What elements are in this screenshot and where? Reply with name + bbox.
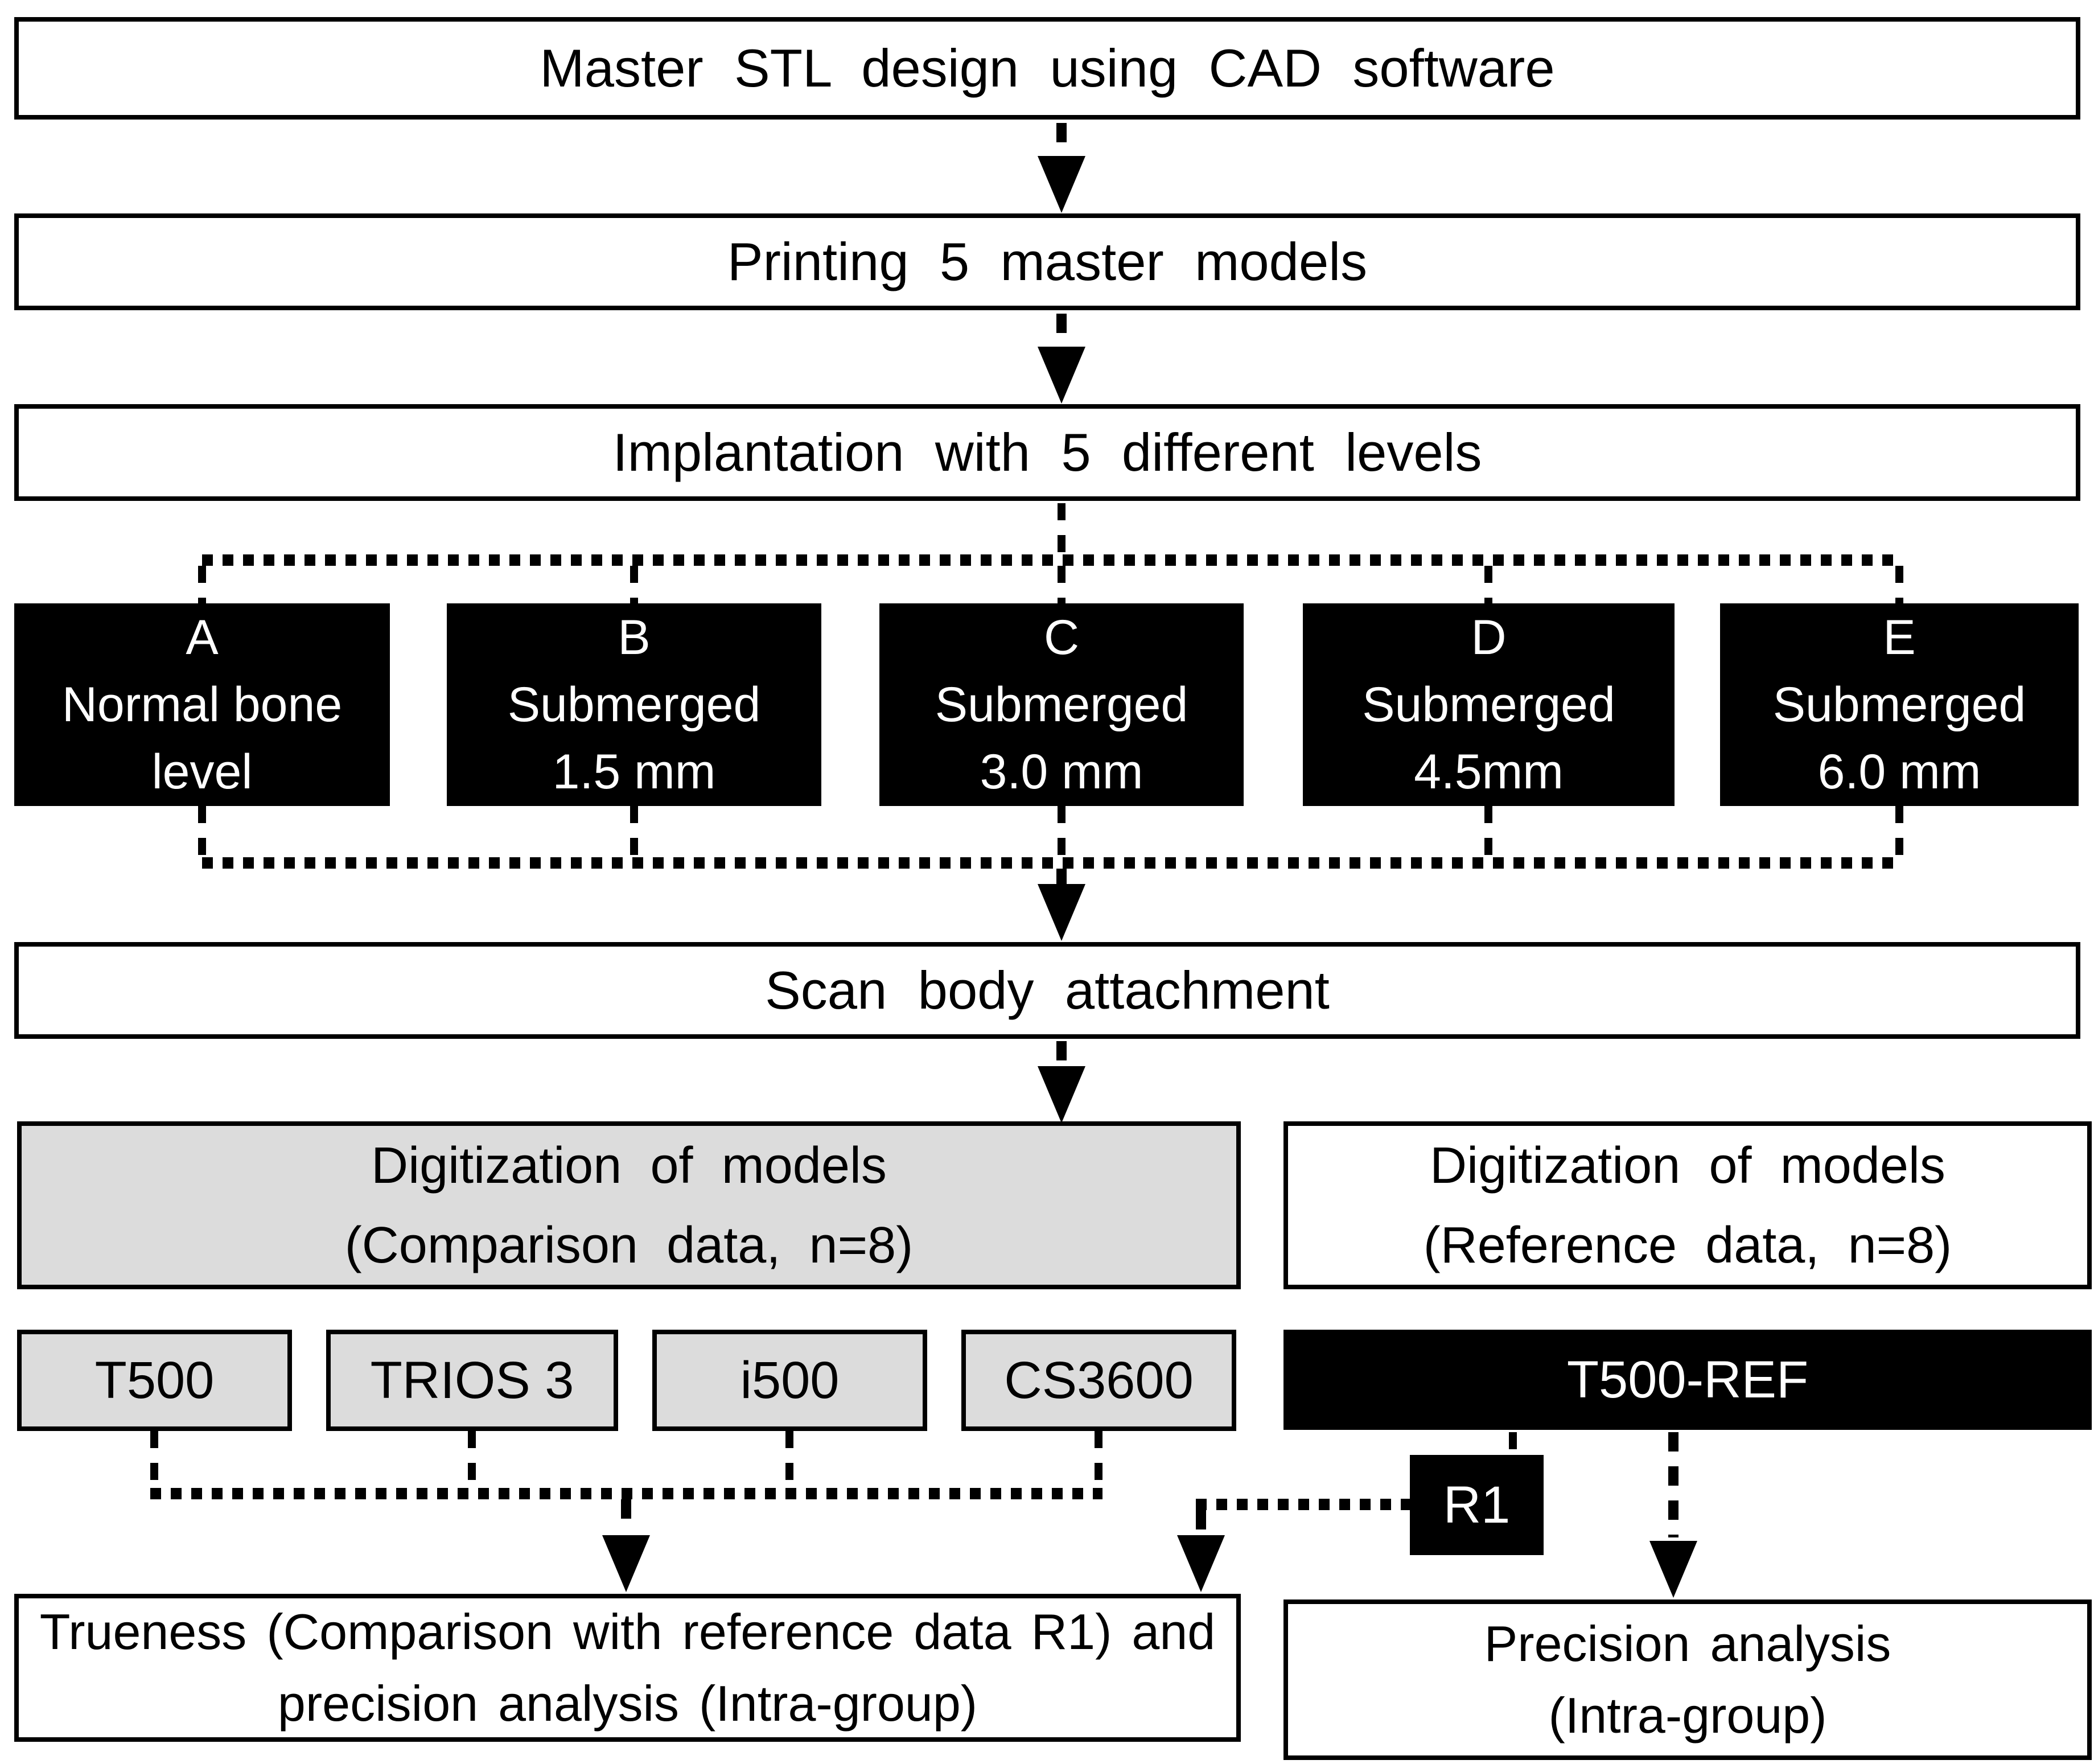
scanner-label-cs3600: CS3600 xyxy=(1004,1351,1194,1409)
level-line2-c: 3.0 mm xyxy=(980,745,1143,799)
connector-merge-bottom-line xyxy=(202,857,1899,869)
level-line2-e: 6.0 mm xyxy=(1817,745,1981,799)
step-label-implantation: Implantation with 5 different levels xyxy=(612,422,1482,482)
arrow-line-t500ref-to-precision xyxy=(1668,1432,1679,1537)
scanner-label-trios3: TRIOS 3 xyxy=(370,1351,574,1409)
connector-implantation-to-branch xyxy=(1058,503,1065,554)
step-label-printing: Printing 5 master models xyxy=(727,232,1368,291)
connector-t500ref-to-r1 xyxy=(1509,1432,1517,1455)
connector-branch-drop-a xyxy=(198,566,206,603)
step-box-printing: Printing 5 master models xyxy=(14,213,2080,310)
connector-drop-t500 xyxy=(150,1431,158,1488)
level-letter-e: E xyxy=(1883,610,1916,665)
precision-line2: (Intra-group) xyxy=(1548,1687,1827,1744)
arrowhead-r1-to-trueness xyxy=(1177,1535,1225,1592)
step-box-master-design: Master STL design using CAD software xyxy=(14,17,2080,120)
level-line1-a: Normal bone xyxy=(61,677,343,732)
connector-branch-drop-d xyxy=(1484,566,1492,603)
digitization-reference-line2: (Reference data, n=8) xyxy=(1423,1216,1952,1274)
scanner-box-trios3: TRIOS 3 xyxy=(326,1330,618,1431)
trueness-line1: Trueness (Comparison with reference data… xyxy=(39,1603,1216,1660)
connector-merge-rise-b xyxy=(630,806,638,857)
r1-box: R1 xyxy=(1410,1455,1544,1555)
level-letter-b: B xyxy=(618,610,651,665)
level-box-a: A Normal bone level xyxy=(14,603,390,806)
level-line2-a: level xyxy=(151,745,253,799)
connector-branch-top-line xyxy=(202,554,1899,566)
level-line1-b: Submerged xyxy=(507,677,761,732)
step-label-scan-body: Scan body attachment xyxy=(765,960,1330,1020)
digitization-comparison-line2: (Comparison data, n=8) xyxy=(344,1216,914,1274)
level-box-e: E Submerged 6.0 mm xyxy=(1720,603,2079,806)
level-box-c: C Submerged 3.0 mm xyxy=(879,603,1244,806)
connector-branch-drop-e xyxy=(1895,566,1903,603)
scanner-label-t500-ref: T500-REF xyxy=(1566,1350,1809,1409)
scanner-box-t500: T500 xyxy=(17,1330,292,1431)
trueness-line2: precision analysis (Intra-group) xyxy=(277,1675,978,1732)
level-letter-d: D xyxy=(1471,610,1507,665)
scanner-box-i500: i500 xyxy=(652,1330,927,1431)
level-box-b: B Submerged 1.5 mm xyxy=(447,603,821,806)
step-box-scan-body: Scan body attachment xyxy=(14,942,2080,1039)
connector-drop-trios3 xyxy=(468,1431,476,1488)
scanner-box-t500-ref: T500-REF xyxy=(1283,1330,2092,1430)
digitization-box-reference: Digitization of models (Reference data, … xyxy=(1283,1121,2092,1289)
connector-merge-rise-c xyxy=(1058,806,1065,857)
digitization-box-comparison: Digitization of models (Comparison data,… xyxy=(17,1121,1241,1289)
digitization-comparison-line1: Digitization of models xyxy=(371,1137,887,1194)
connector-merge-rise-a xyxy=(198,806,206,857)
analysis-box-precision: Precision analysis (Intra-group) xyxy=(1283,1599,2092,1760)
arrowhead-merge-to-scanbody xyxy=(1038,884,1085,941)
step-label-master-design: Master STL design using CAD software xyxy=(540,38,1555,98)
arrowhead-printing-to-implantation xyxy=(1038,347,1085,404)
arrow-line-scanbody-to-digitization xyxy=(1056,1041,1067,1070)
connector-r1-horizontal-line xyxy=(1196,1499,1410,1510)
arrow-line-r1-to-trueness xyxy=(1196,1510,1206,1535)
level-letter-c: C xyxy=(1043,610,1080,665)
connector-scanner-merge-line xyxy=(150,1488,1102,1499)
level-line1-e: Submerged xyxy=(1772,677,2026,732)
level-line2-b: 1.5 mm xyxy=(552,745,716,799)
connector-drop-cs3600 xyxy=(1095,1431,1102,1488)
connector-merge-rise-d xyxy=(1484,806,1492,857)
arrow-line-scanners-to-trueness xyxy=(621,1499,631,1533)
scanner-label-t500: T500 xyxy=(94,1351,215,1409)
connector-drop-i500 xyxy=(785,1431,793,1488)
arrowhead-scanbody-to-digitization xyxy=(1038,1066,1085,1123)
step-box-implantation: Implantation with 5 different levels xyxy=(14,404,2080,501)
digitization-reference-line1: Digitization of models xyxy=(1430,1137,1945,1194)
level-letter-a: A xyxy=(186,610,219,665)
connector-branch-drop-b xyxy=(630,566,638,603)
connector-branch-drop-c xyxy=(1058,566,1065,603)
level-line2-d: 4.5mm xyxy=(1414,745,1564,799)
scanner-box-cs3600: CS3600 xyxy=(961,1330,1236,1431)
level-line1-c: Submerged xyxy=(935,677,1188,732)
arrowhead-master-to-printing xyxy=(1038,156,1085,213)
precision-line1: Precision analysis xyxy=(1484,1615,1891,1672)
arrow-line-printing-to-implantation xyxy=(1056,314,1067,346)
scanner-label-i500: i500 xyxy=(740,1351,840,1409)
r1-label: R1 xyxy=(1443,1475,1511,1534)
level-line1-d: Submerged xyxy=(1362,677,1615,732)
arrowhead-scanners-to-trueness xyxy=(602,1535,650,1592)
level-box-d: D Submerged 4.5mm xyxy=(1303,603,1675,806)
analysis-box-trueness: Trueness (Comparison with reference data… xyxy=(14,1594,1241,1742)
arrow-line-master-to-printing xyxy=(1056,123,1067,155)
arrowhead-t500ref-to-precision xyxy=(1649,1541,1697,1598)
connector-merge-rise-e xyxy=(1895,806,1903,857)
